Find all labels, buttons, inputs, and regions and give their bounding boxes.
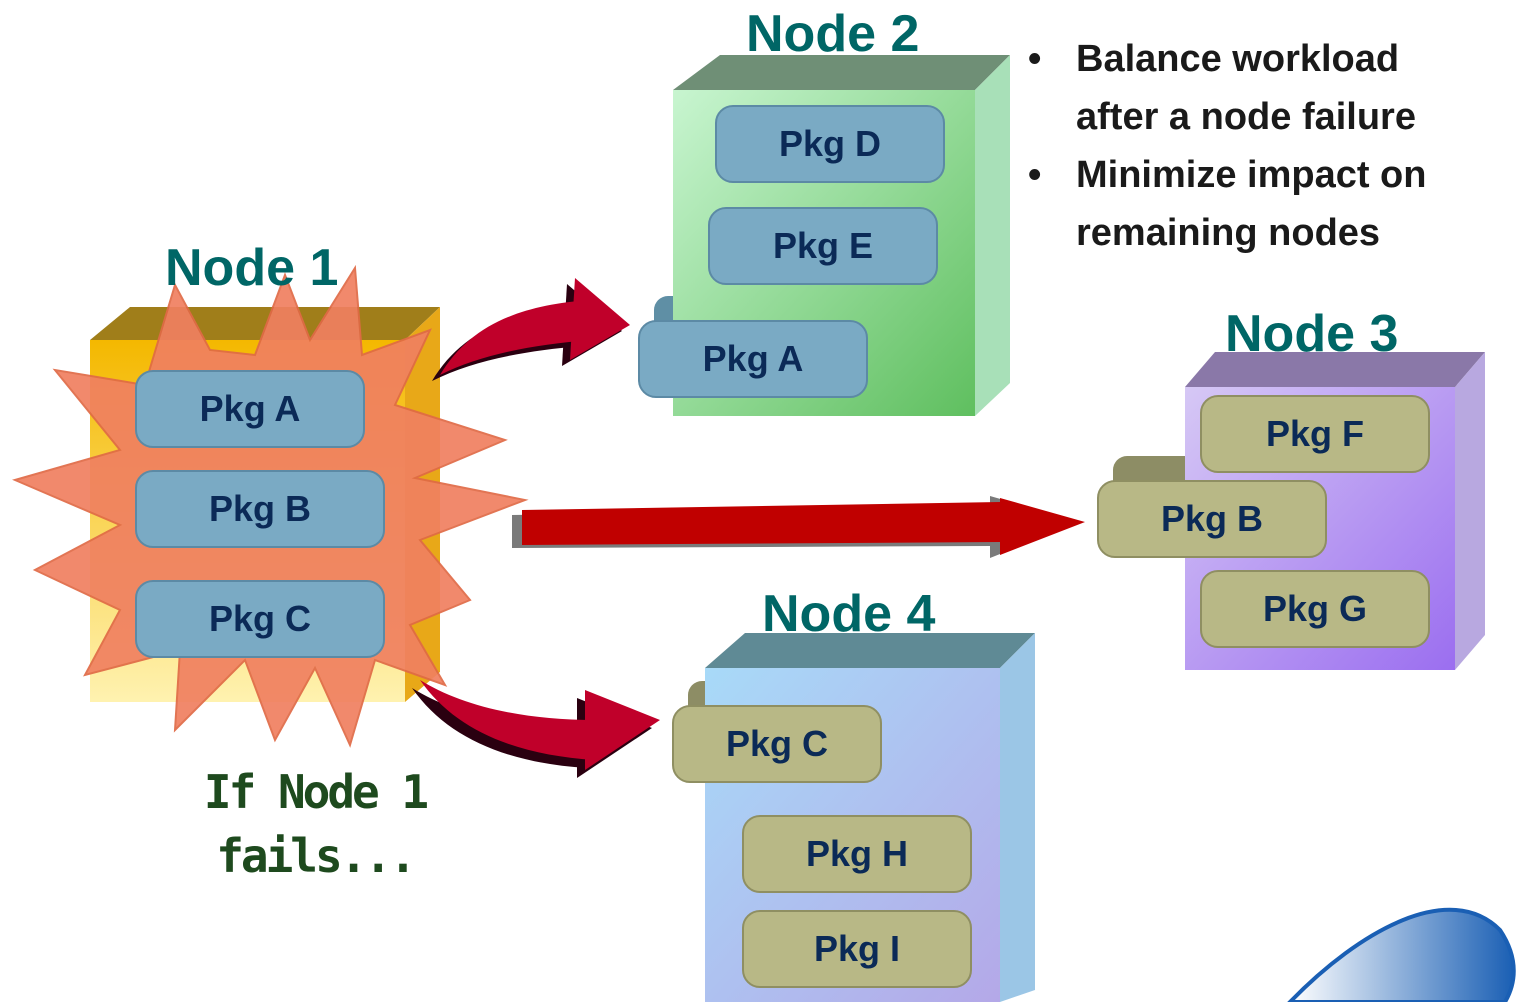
node-3-pkg-f: Pkg F (1200, 371, 1458, 473)
bullet-dot-icon: • (1028, 38, 1042, 80)
node-4-pkg-c: Pkg C (672, 681, 910, 783)
bullet-line: after a node failure (1076, 96, 1416, 138)
caption-line: fails... (216, 829, 417, 883)
package-label: Pkg H (805, 833, 909, 874)
node-1-pkg-c: Pkg C (135, 556, 413, 658)
package-label: Pkg C (725, 723, 829, 764)
arrow-to-node-4 (412, 680, 660, 778)
node-2-title: Node 2 (746, 5, 920, 63)
failure-caption: If Node 1 fails... (120, 760, 510, 888)
package-label: Pkg B (1160, 498, 1264, 539)
node-4-pkg-h: Pkg H (742, 791, 1000, 893)
package-label: Pkg D (778, 123, 882, 164)
bullet-list: • Balance workload after a node failure … (1024, 30, 1524, 262)
bullet-line: remaining nodes (1076, 212, 1381, 254)
arrow-to-node-2 (432, 278, 630, 381)
package-label: Pkg B (208, 488, 312, 529)
node-4-pkg-i: Pkg I (742, 886, 1000, 988)
bullet-item: • Balance workload after a node failure (1024, 30, 1524, 146)
package-label: Pkg C (208, 598, 312, 639)
node-2-pkg-e: Pkg E (708, 183, 966, 285)
package-label: Pkg I (813, 928, 901, 969)
node-1-pkg-a: Pkg A (135, 346, 393, 448)
node-4-title: Node 4 (762, 585, 936, 643)
package-label: Pkg E (772, 225, 874, 266)
bullet-dot-icon: • (1028, 154, 1042, 196)
node-3-pkg-b: Pkg B (1097, 456, 1355, 558)
package-label: Pkg A (199, 388, 301, 429)
package-label: Pkg A (702, 338, 804, 379)
bullet-item: • Minimize impact on remaining nodes (1024, 146, 1524, 262)
node-1-title: Node 1 (165, 239, 339, 297)
arrow-to-node-3 (512, 496, 1085, 558)
node-3-pkg-g: Pkg G (1200, 546, 1458, 648)
logo-swoosh-icon (1287, 907, 1516, 1002)
node-2-pkg-a: Pkg A (638, 296, 896, 398)
package-label: Pkg F (1265, 413, 1364, 454)
node-3-title: Node 3 (1225, 305, 1399, 363)
package-label: Pkg G (1262, 588, 1368, 629)
node-1-pkg-b: Pkg B (135, 446, 413, 548)
bullet-line: Balance workload (1076, 38, 1400, 80)
node-2-pkg-d: Pkg D (715, 81, 973, 183)
caption-line: If Node 1 (203, 765, 429, 819)
bullet-line: Minimize impact on (1076, 154, 1427, 196)
